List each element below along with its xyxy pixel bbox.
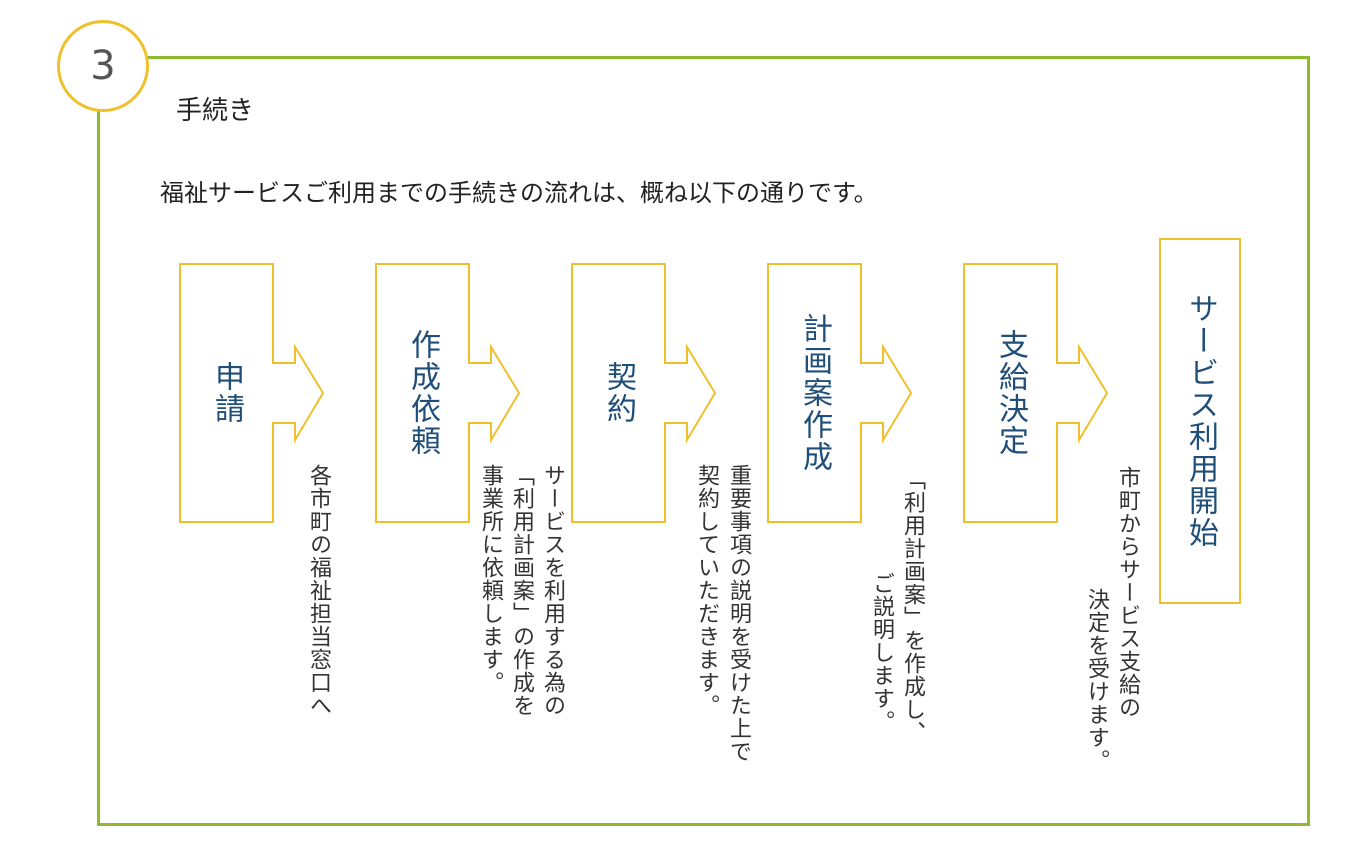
step-label-3: 契約 — [601, 361, 636, 425]
step-arrow-box-5 — [963, 263, 1109, 523]
step-arrow-box-2 — [375, 263, 521, 523]
step-arrow-box-4 — [767, 263, 913, 523]
step-note-2-line-3: 事業所に依頼します。 — [478, 464, 503, 694]
step-note-3-line-2: 契約していただきます。 — [694, 464, 719, 717]
step-note-2-line-2: 「利用計画案」の作成を — [509, 464, 534, 717]
step-label-5: 支給決定 — [993, 329, 1028, 457]
section-number: 3 — [90, 43, 116, 89]
section-title: 手続き — [176, 96, 255, 126]
step-label-2: 作成依頼 — [405, 329, 440, 457]
intro-text: 福祉サービスご利用までの手続きの流れは、概ね以下の通りです。 — [160, 179, 878, 207]
step-note-4-line-2: ご説明します。 — [869, 572, 894, 733]
step-note-5-line-1: 市町からサービス支給の — [1115, 466, 1140, 719]
step-arrow-box-1 — [179, 263, 325, 523]
step-note-1-line-1: 各市町の福祉担当窓口へ — [306, 464, 331, 717]
step-note-3-line-1: 重要事項の説明を受けた上で — [726, 464, 751, 763]
step-note-5-line-2: 決定を受けます。 — [1084, 588, 1109, 772]
step-note-4-line-1: 「利用計画案」を作成し、 — [900, 468, 925, 744]
step-note-2-line-1: サービスを利用する為の — [540, 464, 565, 717]
section-frame — [97, 56, 1310, 826]
step-label-4: 計画案作成 — [797, 313, 832, 473]
step-label-1: 申請 — [209, 361, 244, 425]
step-arrow-box-3 — [571, 263, 717, 523]
step-box-6 — [1159, 238, 1241, 604]
section-number-badge: 3 — [57, 20, 149, 112]
step-label-6: サービス利用開始 — [1183, 293, 1218, 549]
